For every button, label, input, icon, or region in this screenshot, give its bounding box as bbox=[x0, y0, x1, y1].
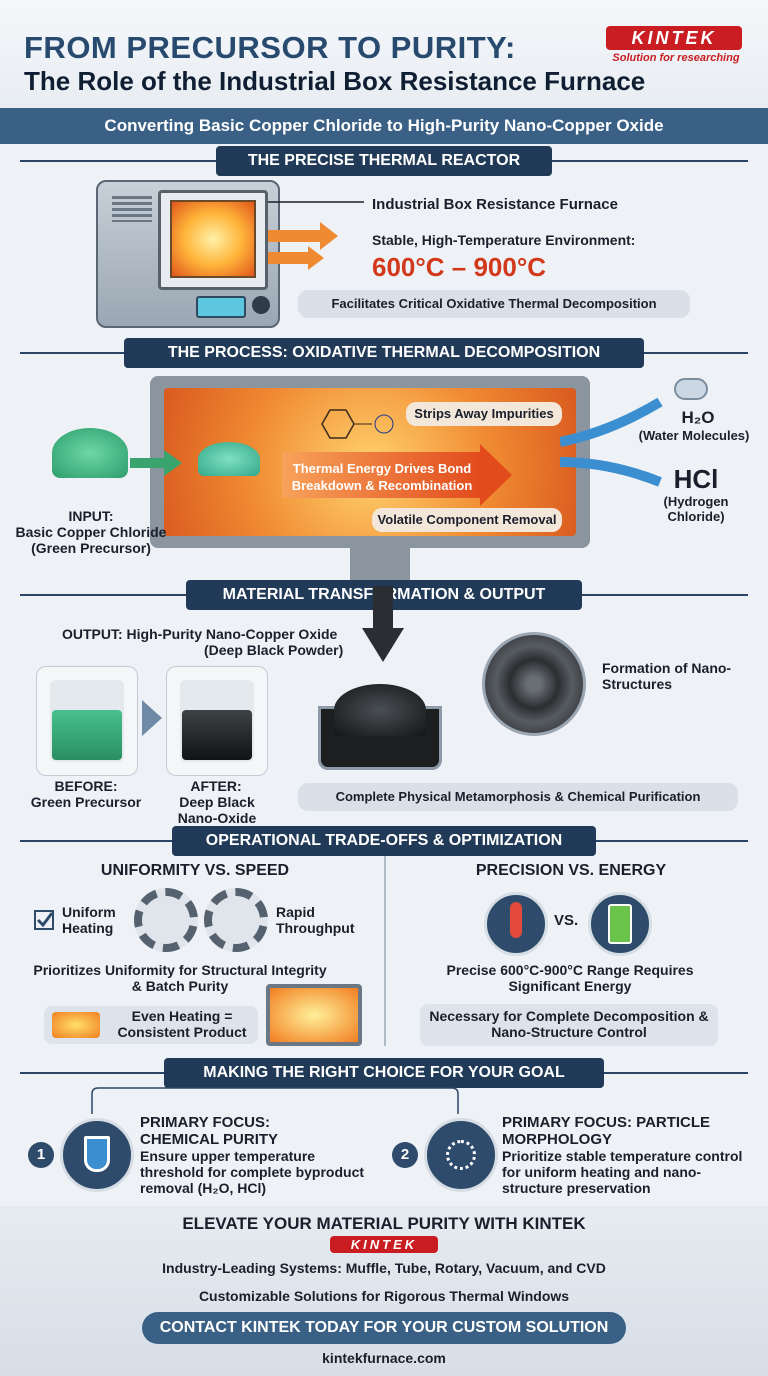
footer-line-1: Industry-Leading Systems: Muffle, Tube, … bbox=[162, 1260, 606, 1276]
water-note: (Water Molecules) bbox=[638, 428, 750, 443]
precision-text: Precise 600°C-900°C Range Requires Signi… bbox=[446, 962, 694, 994]
battery-level bbox=[608, 904, 632, 944]
choice-2-text: Prioritize stable temperature control fo… bbox=[502, 1148, 743, 1196]
uniformity-title: UNIFORMITY VS. SPEED bbox=[100, 862, 290, 879]
arrow-head-icon bbox=[480, 444, 512, 506]
section-heading-choice: MAKING THE RIGHT CHOICE FOR YOUR GOAL bbox=[164, 1058, 604, 1088]
header bbox=[0, 0, 768, 108]
metamorphosis-pill: Complete Physical Metamorphosis & Chemic… bbox=[298, 783, 738, 811]
knob-icon bbox=[252, 296, 270, 314]
water-formula: H₂O bbox=[681, 408, 715, 427]
decomposition-card: Necessary for Complete Decomposition & N… bbox=[420, 1004, 718, 1046]
down-arrow-icon bbox=[362, 586, 404, 662]
green-precursor-pile bbox=[52, 428, 128, 478]
choice-1-text: Ensure upper temperature threshold for c… bbox=[140, 1148, 365, 1196]
nano-structure-label: Formation of Nano-Structures bbox=[602, 660, 732, 692]
before-label: BEFORE: bbox=[54, 778, 118, 794]
gear-icon bbox=[134, 888, 198, 952]
uniformity-text: Prioritizes Uniformity for Structural In… bbox=[33, 962, 327, 994]
choice-2-title: PRIMARY FOCUS: PARTICLE MORPHOLOGY bbox=[502, 1114, 711, 1148]
footer-logo[interactable]: KINTEK bbox=[330, 1236, 438, 1253]
kintek-logo[interactable]: KINTEK bbox=[606, 26, 742, 50]
connector-lines-icon bbox=[91, 1087, 459, 1114]
vs-label: VS. bbox=[554, 912, 579, 929]
input-arrow-icon bbox=[130, 450, 182, 476]
footer-line-2: Customizable Solutions for Rigorous Ther… bbox=[198, 1288, 570, 1304]
checkbox-icon bbox=[34, 910, 54, 930]
thermometer-bulb bbox=[510, 902, 522, 938]
exhaust-arrows-icon bbox=[560, 397, 663, 487]
section-heading-process: THE PROCESS: OXIDATIVE THERMAL DECOMPOSI… bbox=[124, 338, 644, 368]
column-divider bbox=[384, 856, 386, 1046]
heat-arrows-icon bbox=[268, 201, 364, 270]
strips-impurities-label: Strips Away Impurities bbox=[406, 402, 562, 426]
molecule-diagram-icon bbox=[300, 400, 400, 450]
vent-icon bbox=[112, 196, 152, 222]
furnace-label: Industrial Box Resistance Furnace bbox=[372, 196, 618, 213]
input-name: Basic Copper Chloride bbox=[15, 524, 167, 540]
black-powder-pile bbox=[334, 684, 426, 736]
heating-icon bbox=[52, 1012, 100, 1038]
input-label: INPUT: bbox=[68, 508, 114, 524]
green-powder bbox=[52, 710, 122, 760]
cloud-icon bbox=[674, 378, 708, 400]
before-note: Green Precursor bbox=[30, 794, 142, 810]
thermal-energy-arrow: Thermal Energy Drives Bond Breakdown & R… bbox=[282, 452, 482, 498]
nano-structure-magnified bbox=[482, 632, 586, 736]
page-title: FROM PRECURSOR TO PURITY: bbox=[24, 30, 516, 65]
display-panel-icon bbox=[196, 296, 246, 318]
gauge-gear-icon bbox=[204, 888, 268, 952]
after-label: AFTER: bbox=[190, 778, 242, 794]
banner: Converting Basic Copper Chloride to High… bbox=[0, 108, 768, 144]
volatile-removal-label: Volatile Component Removal bbox=[372, 508, 562, 532]
section-heading-reactor: THE PRECISE THERMAL REACTOR bbox=[216, 146, 552, 176]
chevron-right-icon bbox=[142, 700, 162, 736]
page-subtitle: The Role of the Industrial Box Resistanc… bbox=[24, 66, 646, 96]
flask-liquid bbox=[84, 1136, 110, 1172]
output-note: (Deep Black Powder) bbox=[204, 642, 344, 658]
furnace-chamber-glow bbox=[170, 200, 256, 278]
even-heating-text: Even Heating = Consistent Product bbox=[117, 1008, 247, 1040]
website-link[interactable]: kintekfurnace.com bbox=[322, 1350, 446, 1366]
rapid-throughput-label: Rapid Throughput bbox=[276, 904, 355, 936]
particle-ring bbox=[446, 1140, 476, 1170]
choice-1-title: PRIMARY FOCUS: CHEMICAL PURITY bbox=[140, 1114, 279, 1148]
precision-title: PRECISION VS. ENERGY bbox=[475, 862, 667, 879]
flask-icon bbox=[60, 1118, 134, 1192]
output-label: OUTPUT: High-Purity Nano-Copper Oxide bbox=[62, 626, 338, 642]
black-powder bbox=[182, 710, 252, 760]
input-note: (Green Precursor) bbox=[31, 540, 151, 556]
hcl-formula: HCl bbox=[673, 464, 719, 494]
logo-tagline: Solution for researching bbox=[612, 52, 740, 64]
contact-button[interactable]: CONTACT KINTEK TODAY FOR YOUR CUSTOM SOL… bbox=[142, 1312, 626, 1344]
section-heading-tradeoffs: OPERATIONAL TRADE-OFFS & OPTIMIZATION bbox=[172, 826, 596, 856]
footer-title: ELEVATE YOUR MATERIAL PURITY WITH KINTEK bbox=[182, 1214, 586, 1233]
step-1-badge: 1 bbox=[28, 1142, 54, 1168]
reactor-note: Facilitates Critical Oxidative Thermal D… bbox=[298, 290, 690, 318]
oven-heat-icon bbox=[266, 984, 362, 1046]
precursor-in-chamber bbox=[198, 442, 260, 476]
after-note: Deep Black Nano-Oxide bbox=[177, 794, 257, 826]
hcl-note: (Hydrogen Chloride) bbox=[663, 494, 729, 524]
temperature-range: 600°C – 900°C bbox=[372, 252, 547, 282]
uniform-heating-label: Uniform Heating bbox=[62, 904, 116, 936]
step-2-badge: 2 bbox=[392, 1142, 418, 1168]
environment-label: Stable, High-Temperature Environment: bbox=[372, 232, 636, 248]
footer bbox=[0, 1206, 768, 1376]
